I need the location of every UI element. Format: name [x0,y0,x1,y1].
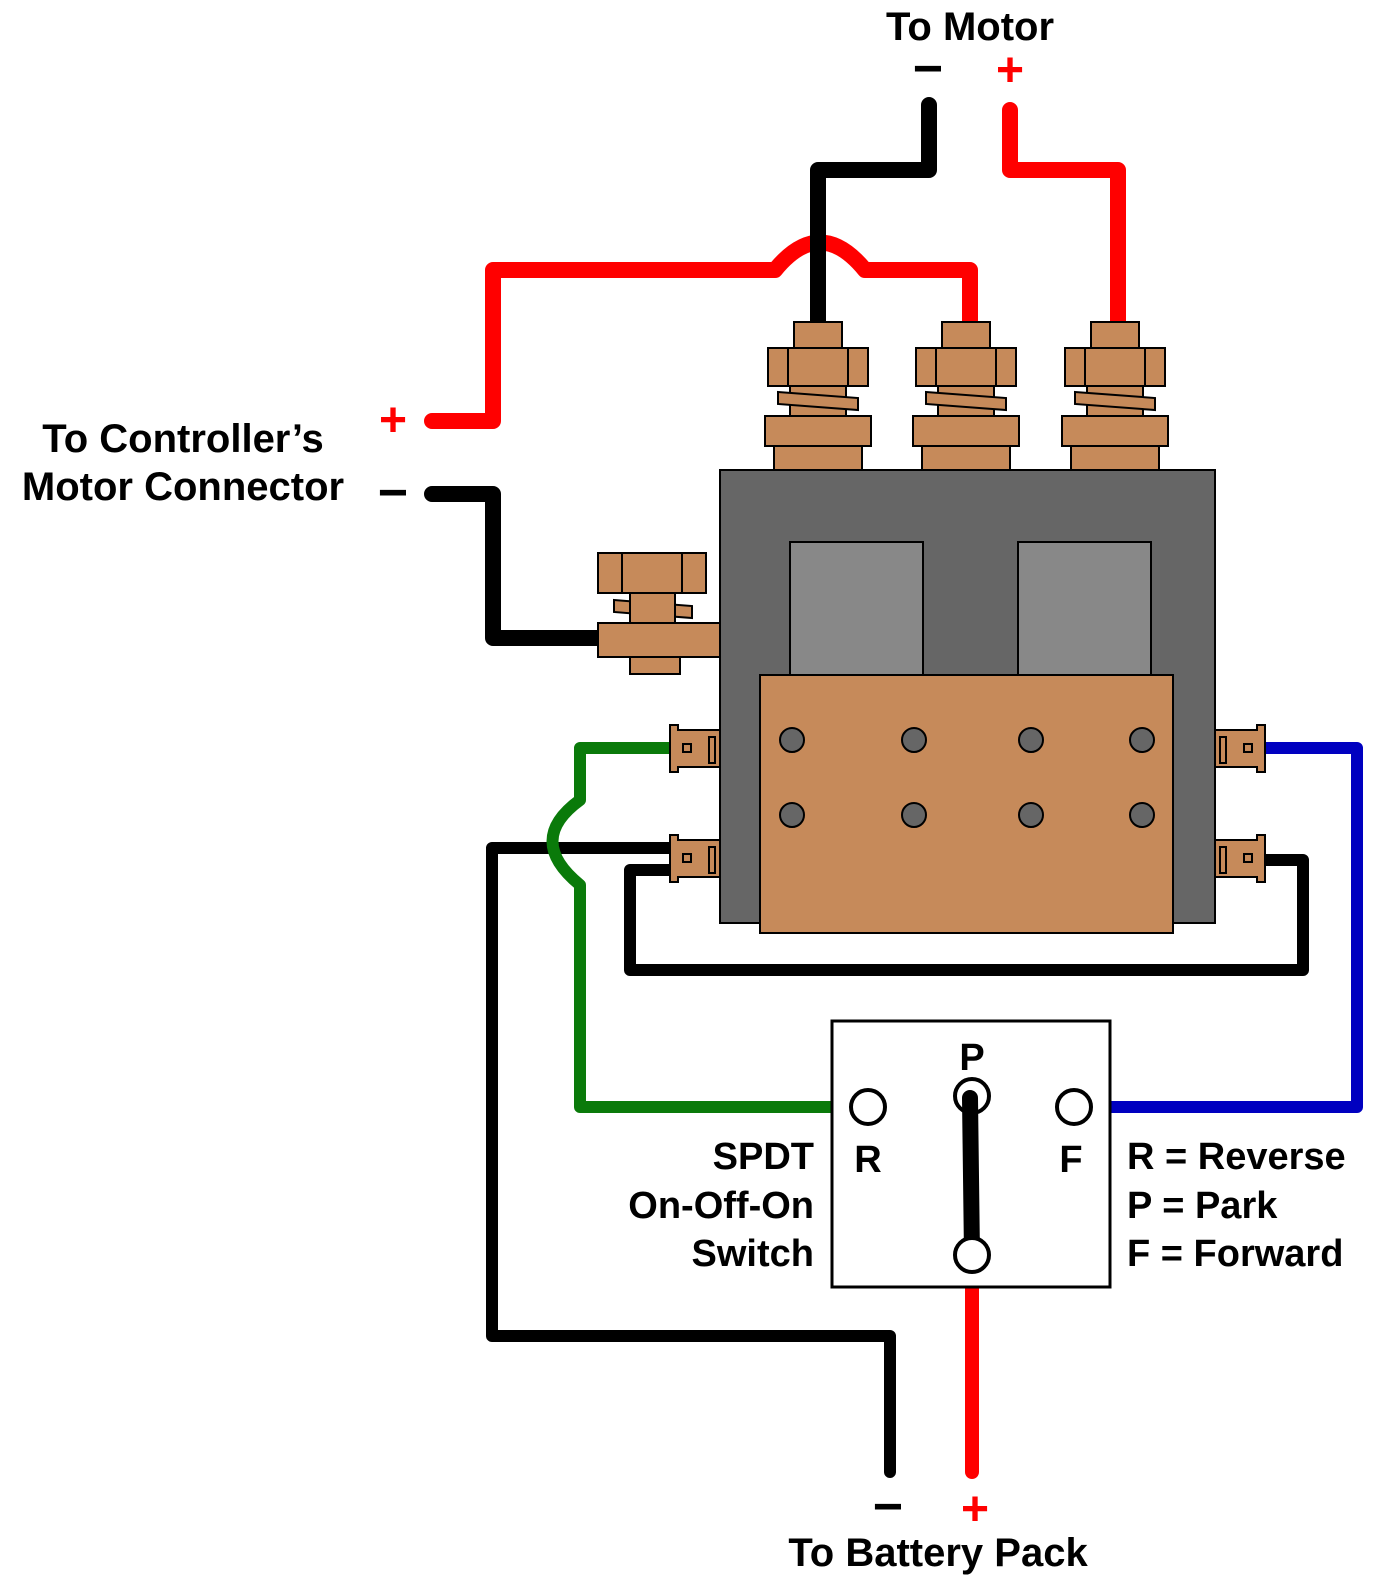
controller-label-line1: To Controller’s [42,417,323,461]
spade-left-bottom [669,834,721,883]
motor-positive-wire [1002,102,1126,333]
legend-park: P = Park [1127,1185,1278,1227]
post-right [1061,321,1169,471]
wires [424,97,1363,1479]
switch-label-r: R [854,1139,881,1181]
switch-terminal-common [953,1236,991,1274]
post-left [764,321,872,471]
terminal-plate [759,674,1174,934]
spade-left-top [669,724,721,773]
solenoid-window-right [1017,541,1152,678]
switch-terminal-f [1055,1088,1093,1126]
motor-minus-sign: − [913,40,943,98]
switch-terminal-r [849,1088,887,1126]
controller-label-line2: Motor Connector [22,465,344,509]
battery-plus-sign: + [961,1483,989,1536]
plate-screws [779,727,1155,828]
spade-terminals [669,724,1266,883]
to-battery-label: To Battery Pack [788,1531,1088,1575]
switch-terminal-p [953,1077,991,1115]
motor-plus-sign: + [996,44,1024,97]
spdt-switch: P R F [830,1019,1112,1289]
switch-type-line1: SPDT [713,1136,814,1178]
switch-label-p: P [959,1037,984,1079]
to-motor-label: To Motor [886,5,1054,49]
switch-type-line2: On-Off-On [628,1185,814,1227]
solenoid-window-left [789,541,924,678]
solenoid [719,469,1216,934]
switch-label-f: F [1059,1139,1082,1181]
motor-negative-wire [810,97,937,333]
controller-negative-wire [424,486,613,646]
switch-type-line3: Switch [692,1233,814,1275]
controller-positive-wire [424,234,978,429]
controller-minus-sign: − [378,464,408,522]
battery-negative-wire [486,842,896,1478]
post-middle [912,321,1020,471]
switch-lever [962,1090,980,1263]
spade-right-top [1214,724,1266,773]
reverse-wire [546,742,864,1113]
coil-jumper-wire [624,854,1309,976]
battery-minus-sign: − [873,1478,903,1536]
controller-plus-sign: + [379,394,407,447]
polarity-signs: − + + − − + [378,40,1024,1536]
legend-reverse: R = Reverse [1127,1136,1346,1178]
spade-right-bottom [1214,834,1266,883]
legend-forward: F = Forward [1127,1233,1343,1275]
side-post [597,552,721,675]
top-posts [764,321,1169,471]
forward-wire [1086,742,1363,1113]
